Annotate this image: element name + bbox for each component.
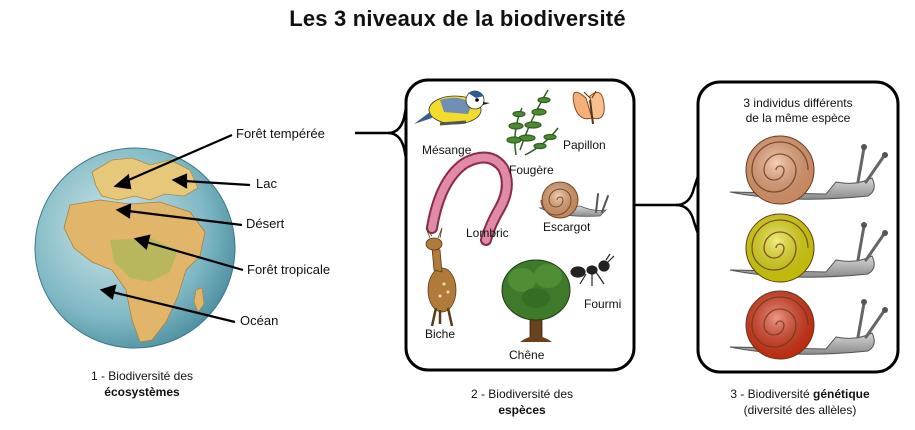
caption-genetic-line2: (diversité des allèles) — [743, 403, 857, 417]
label-escargot: Escargot — [543, 220, 591, 234]
label-foret-tropicale: Forêt tropicale — [247, 262, 331, 277]
earthworm-icon — [426, 151, 513, 246]
label-fourmi: Fourmi — [584, 297, 622, 311]
snail-icon — [538, 181, 609, 219]
label-lombric: Lombric — [466, 226, 509, 240]
fern-icon — [506, 89, 559, 156]
genetic-header-line1: 3 individus différents — [743, 96, 853, 110]
caption-ecosystems-bold: écosystèmes — [104, 385, 180, 399]
caption-ecosystems-line1: 1 - Biodiversité des — [90, 369, 194, 383]
label-biche: Biche — [425, 327, 456, 341]
connector-species-genetic — [634, 175, 700, 235]
label-fougere: Fougère — [509, 163, 554, 177]
caption-species-bold: espèces — [498, 403, 546, 417]
label-desert: Désert — [246, 216, 285, 231]
caption-species-line1: 2 - Biodiversité des — [470, 387, 574, 401]
caption-ecosystems: 1 - Biodiversité des écosystèmes — [62, 368, 222, 400]
genetic-header-line2: de la même espèce — [745, 111, 851, 125]
genetic-header: 3 individus différents de la même espèce — [700, 96, 896, 126]
genetic-snail-2 — [729, 213, 888, 283]
connector-ecosystem-species — [355, 107, 408, 159]
label-papillon: Papillon — [563, 138, 606, 152]
globe-icon — [34, 147, 236, 349]
oak-tree-icon — [501, 259, 571, 342]
species-box — [404, 78, 636, 372]
genetic-snail-1 — [729, 135, 888, 205]
butterfly-icon — [572, 90, 605, 125]
label-lac: Lac — [256, 176, 277, 191]
page-title: Les 3 niveaux de la biodiversité — [289, 6, 626, 31]
caption-species: 2 - Biodiversité des espèces — [442, 386, 602, 418]
caption-genetic: 3 - Biodiversité génétique (diversité de… — [690, 386, 910, 418]
deer-icon — [425, 227, 457, 327]
caption-genetic-line1: 3 - Biodiversité génétique — [690, 386, 910, 402]
caption-genetic-prefix: 3 - Biodiversité — [730, 387, 814, 401]
label-chene: Chêne — [509, 348, 545, 362]
ant-icon — [570, 253, 615, 286]
ecosystem-arrows — [99, 133, 251, 324]
genetic-snail-3 — [729, 290, 888, 360]
label-mesange: Mésange — [422, 143, 472, 157]
label-ocean: Océan — [240, 313, 279, 328]
label-foret-temperee: Forêt tempérée — [236, 126, 325, 141]
tit-bird-icon — [414, 90, 490, 126]
caption-genetic-bold: génétique — [813, 387, 870, 401]
